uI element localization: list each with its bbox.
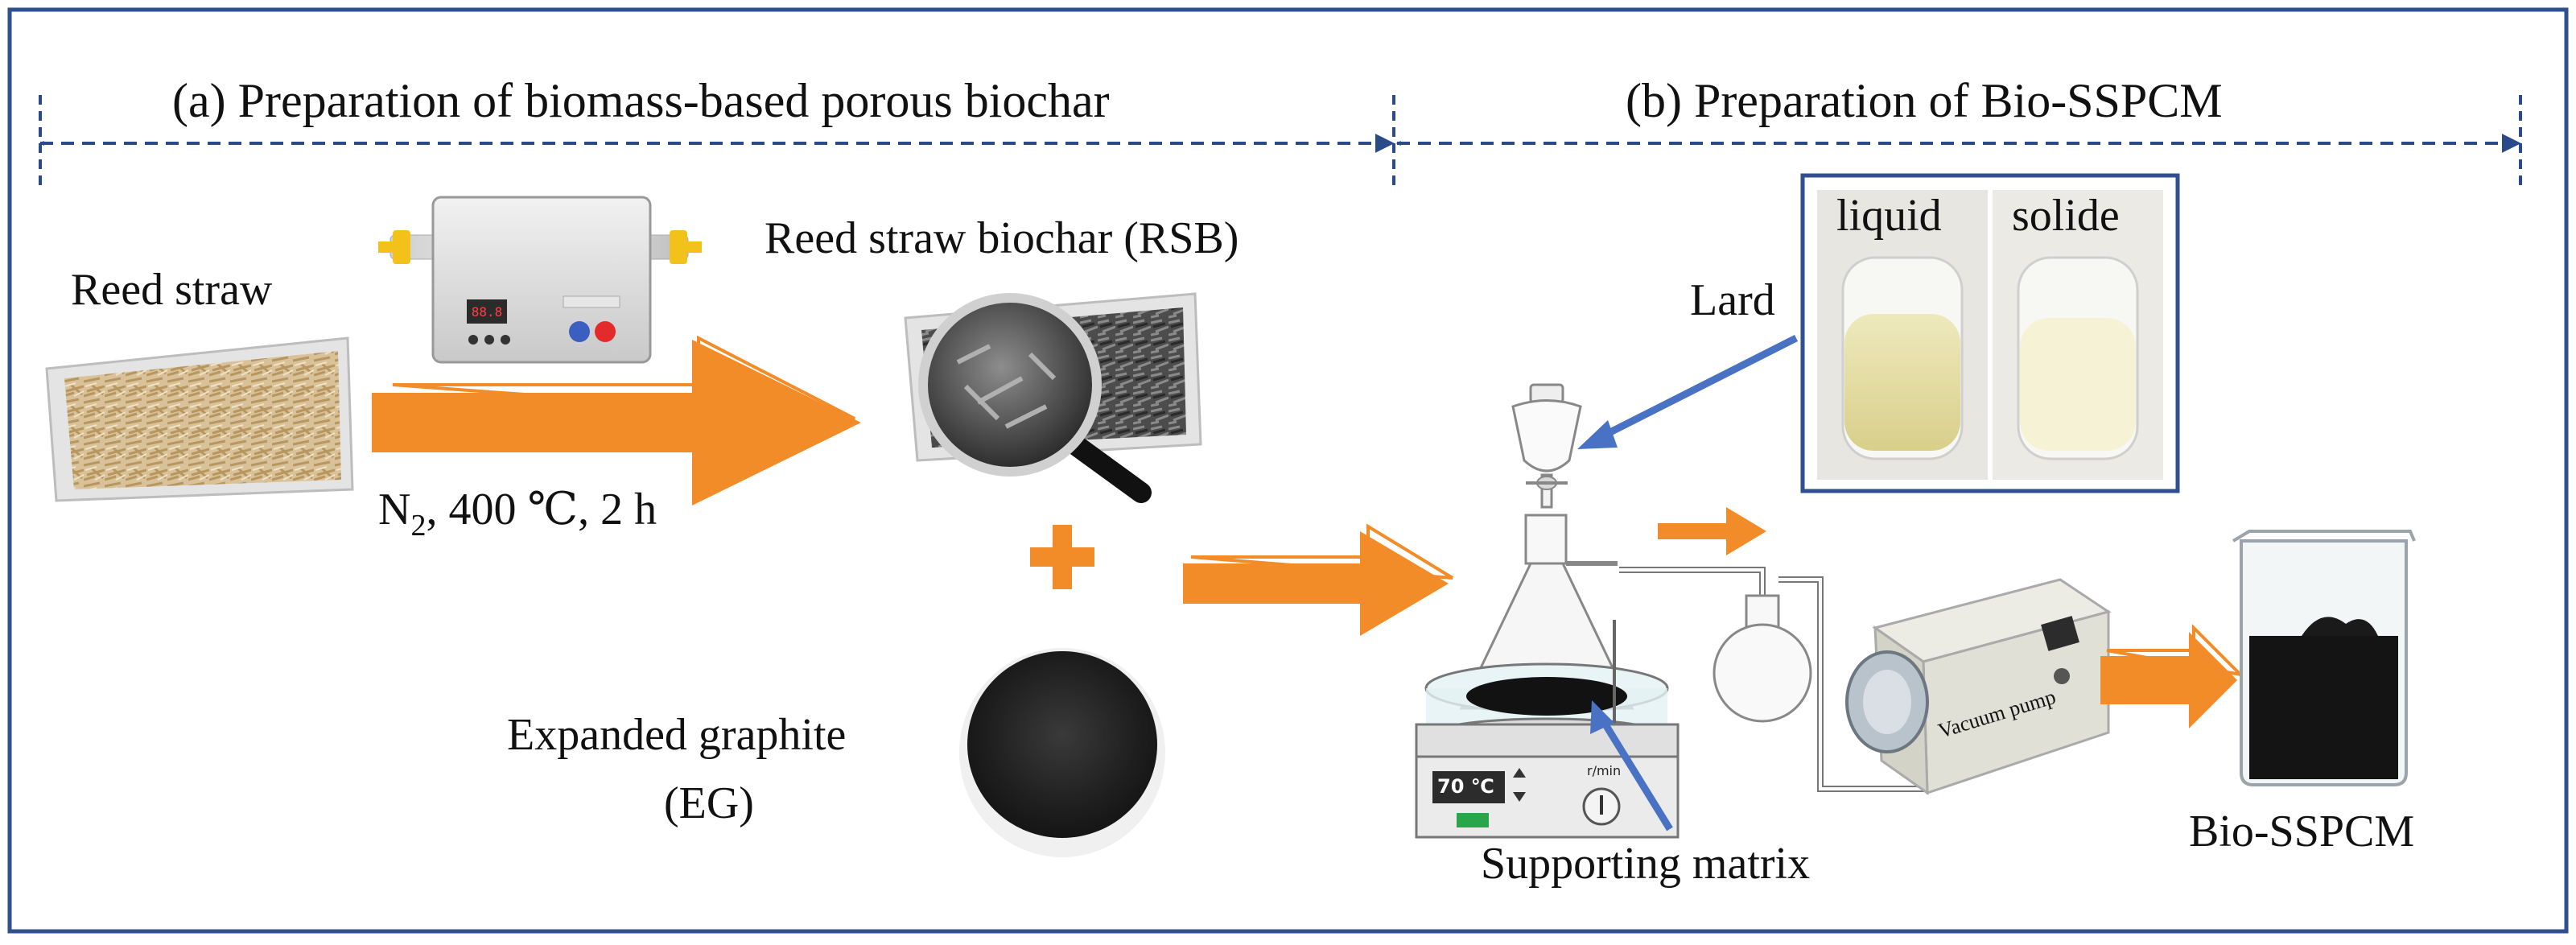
flow-arrow <box>1658 507 1766 555</box>
lard-photo <box>1800 173 2180 493</box>
stirrer-unit: r/min <box>1587 763 1622 778</box>
magnifier-icon <box>918 293 1152 503</box>
rsb-label: Reed straw biochar (RSB) <box>765 213 1239 263</box>
lard-label: Lard <box>1690 275 1775 325</box>
vacuum-pump-icon <box>1845 578 2112 795</box>
stirrer-temperature: 70 ℃ <box>1437 775 1494 798</box>
condition-subscript: 2 <box>410 509 427 543</box>
section-divider-a <box>39 95 1395 187</box>
bio-sspcm-label: Bio-SSPCM <box>2189 807 2415 856</box>
solide-label: solide <box>2012 191 2120 241</box>
product-arrow <box>2100 624 2245 728</box>
pyrolysis-condition: N2, 400 ℃, 2 h <box>378 487 657 541</box>
expanded-graphite-powder <box>959 648 1165 857</box>
section-divider-b <box>1395 95 2522 187</box>
condition-n: N <box>378 485 411 534</box>
eg-label-line1: Expanded graphite <box>507 710 847 760</box>
tube-furnace-icon: 88.8 <box>378 196 702 364</box>
reed-straw-tray <box>45 336 354 502</box>
eg-label-line2: (EG) <box>664 778 754 828</box>
pyrolysis-arrow <box>372 335 861 506</box>
supporting-matrix-label: Supporting matrix <box>1481 839 1811 889</box>
section-b-title: (b) Preparation of Bio-SSPCM <box>1626 74 2223 127</box>
lard-pointer-arrow <box>1577 334 1799 449</box>
matrix-pointer-arrow <box>1590 700 1673 832</box>
plus-icon <box>1030 525 1094 589</box>
bio-sspcm-beaker <box>2232 530 2416 786</box>
section-a-title: (a) Preparation of biomass-based porous … <box>172 74 1110 127</box>
condition-text: , 400 ℃, 2 h <box>426 485 657 534</box>
liquid-label: liquid <box>1836 191 1942 241</box>
mixing-arrow <box>1183 523 1454 636</box>
svg-text:88.8: 88.8 <box>472 304 503 320</box>
reed-straw-label: Reed straw <box>71 265 273 315</box>
outer-frame <box>7 7 2569 934</box>
